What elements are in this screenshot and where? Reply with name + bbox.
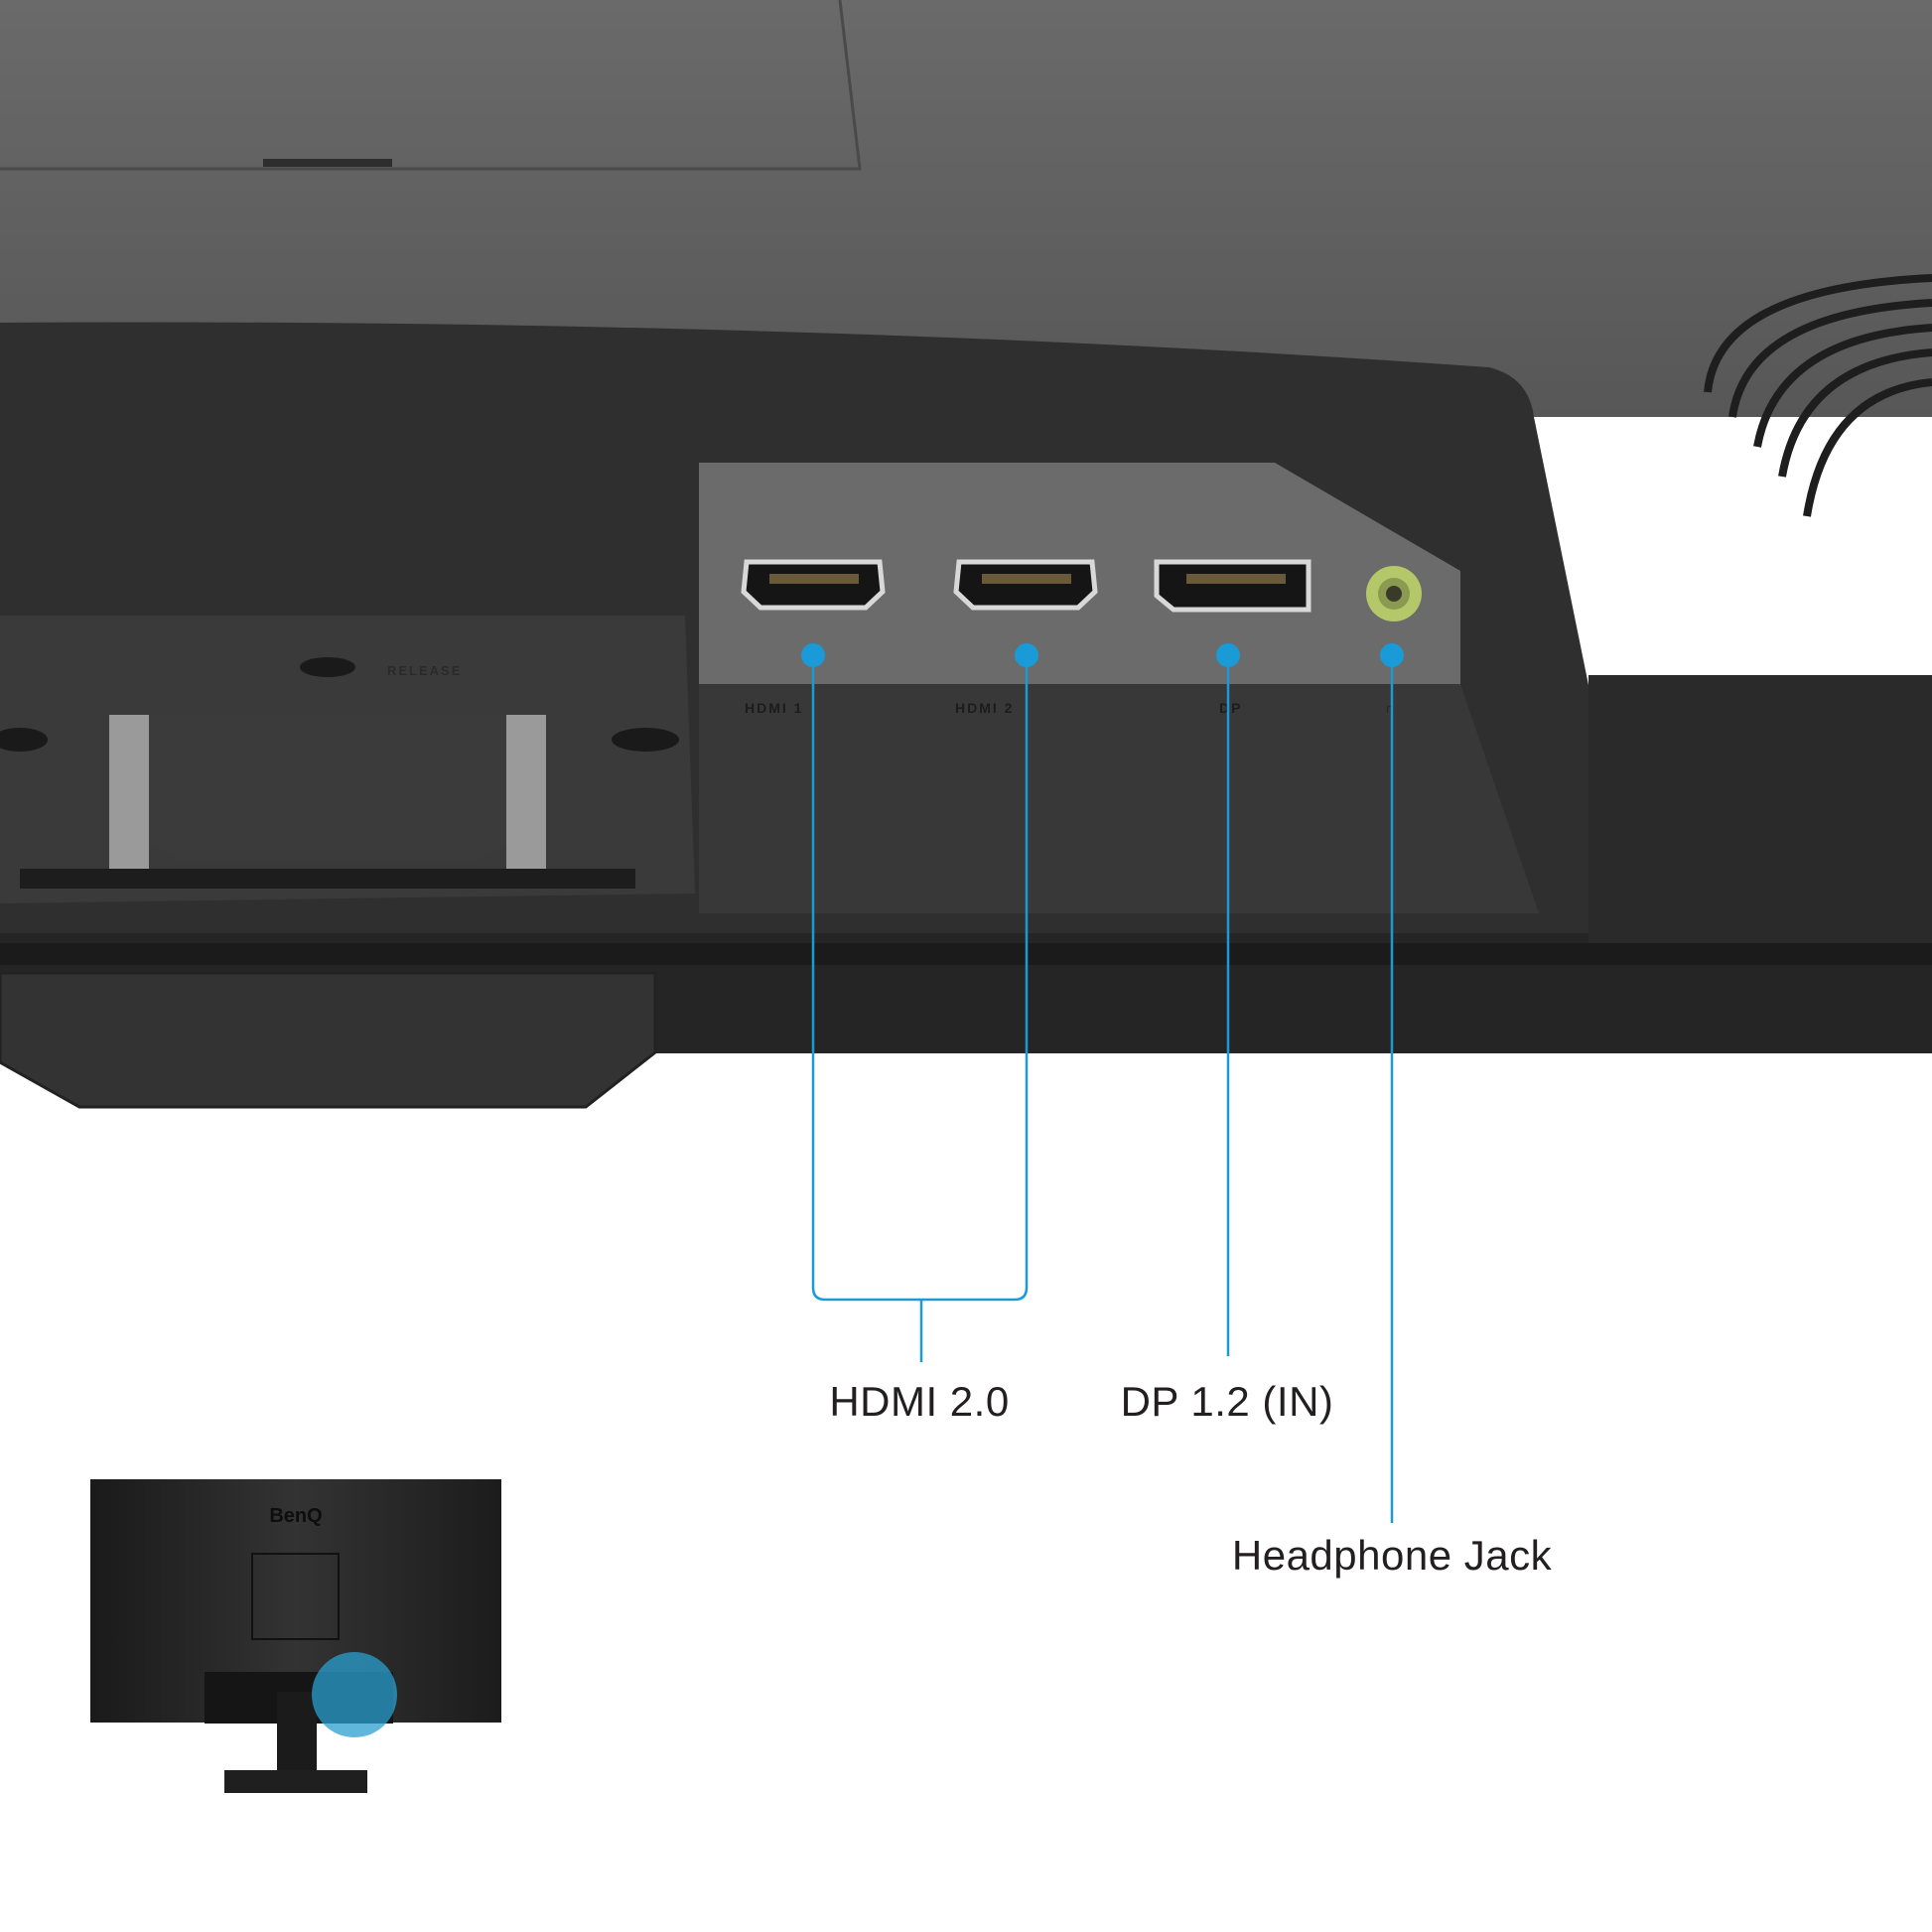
hdmi1-port bbox=[741, 559, 886, 611]
headphone-jack bbox=[1366, 566, 1422, 621]
stand-neck bbox=[0, 971, 657, 1109]
benq-logo: BenQ bbox=[269, 1505, 322, 1527]
release-label: RELEASE bbox=[387, 663, 462, 678]
hdmi2-dot bbox=[1015, 643, 1038, 667]
displayport-port bbox=[1154, 559, 1311, 613]
headphone-dot bbox=[1380, 643, 1404, 667]
vent-arcs bbox=[1704, 274, 1932, 517]
port-label-hdmi2: HDMI 2 bbox=[955, 700, 1014, 716]
callout-lines bbox=[811, 655, 1394, 1523]
callout-hdmi: HDMI 2.0 bbox=[829, 1378, 1010, 1425]
hdmi2-port bbox=[953, 559, 1098, 611]
dp-dot bbox=[1216, 643, 1240, 667]
callout-headphone: Headphone Jack bbox=[1231, 1532, 1553, 1579]
port-label-headphone: ∩ bbox=[1385, 700, 1397, 716]
hdmi-bracket-line bbox=[811, 655, 1029, 1302]
port-label-hdmi1: HDMI 1 bbox=[745, 700, 803, 716]
monitor-thumbnail: BenQ bbox=[90, 1479, 501, 1793]
callout-dp: DP 1.2 (IN) bbox=[1120, 1378, 1334, 1425]
port-highlight-circle bbox=[312, 1652, 397, 1737]
port-label-dp: DP bbox=[1219, 700, 1242, 716]
hdmi1-dot bbox=[801, 643, 825, 667]
